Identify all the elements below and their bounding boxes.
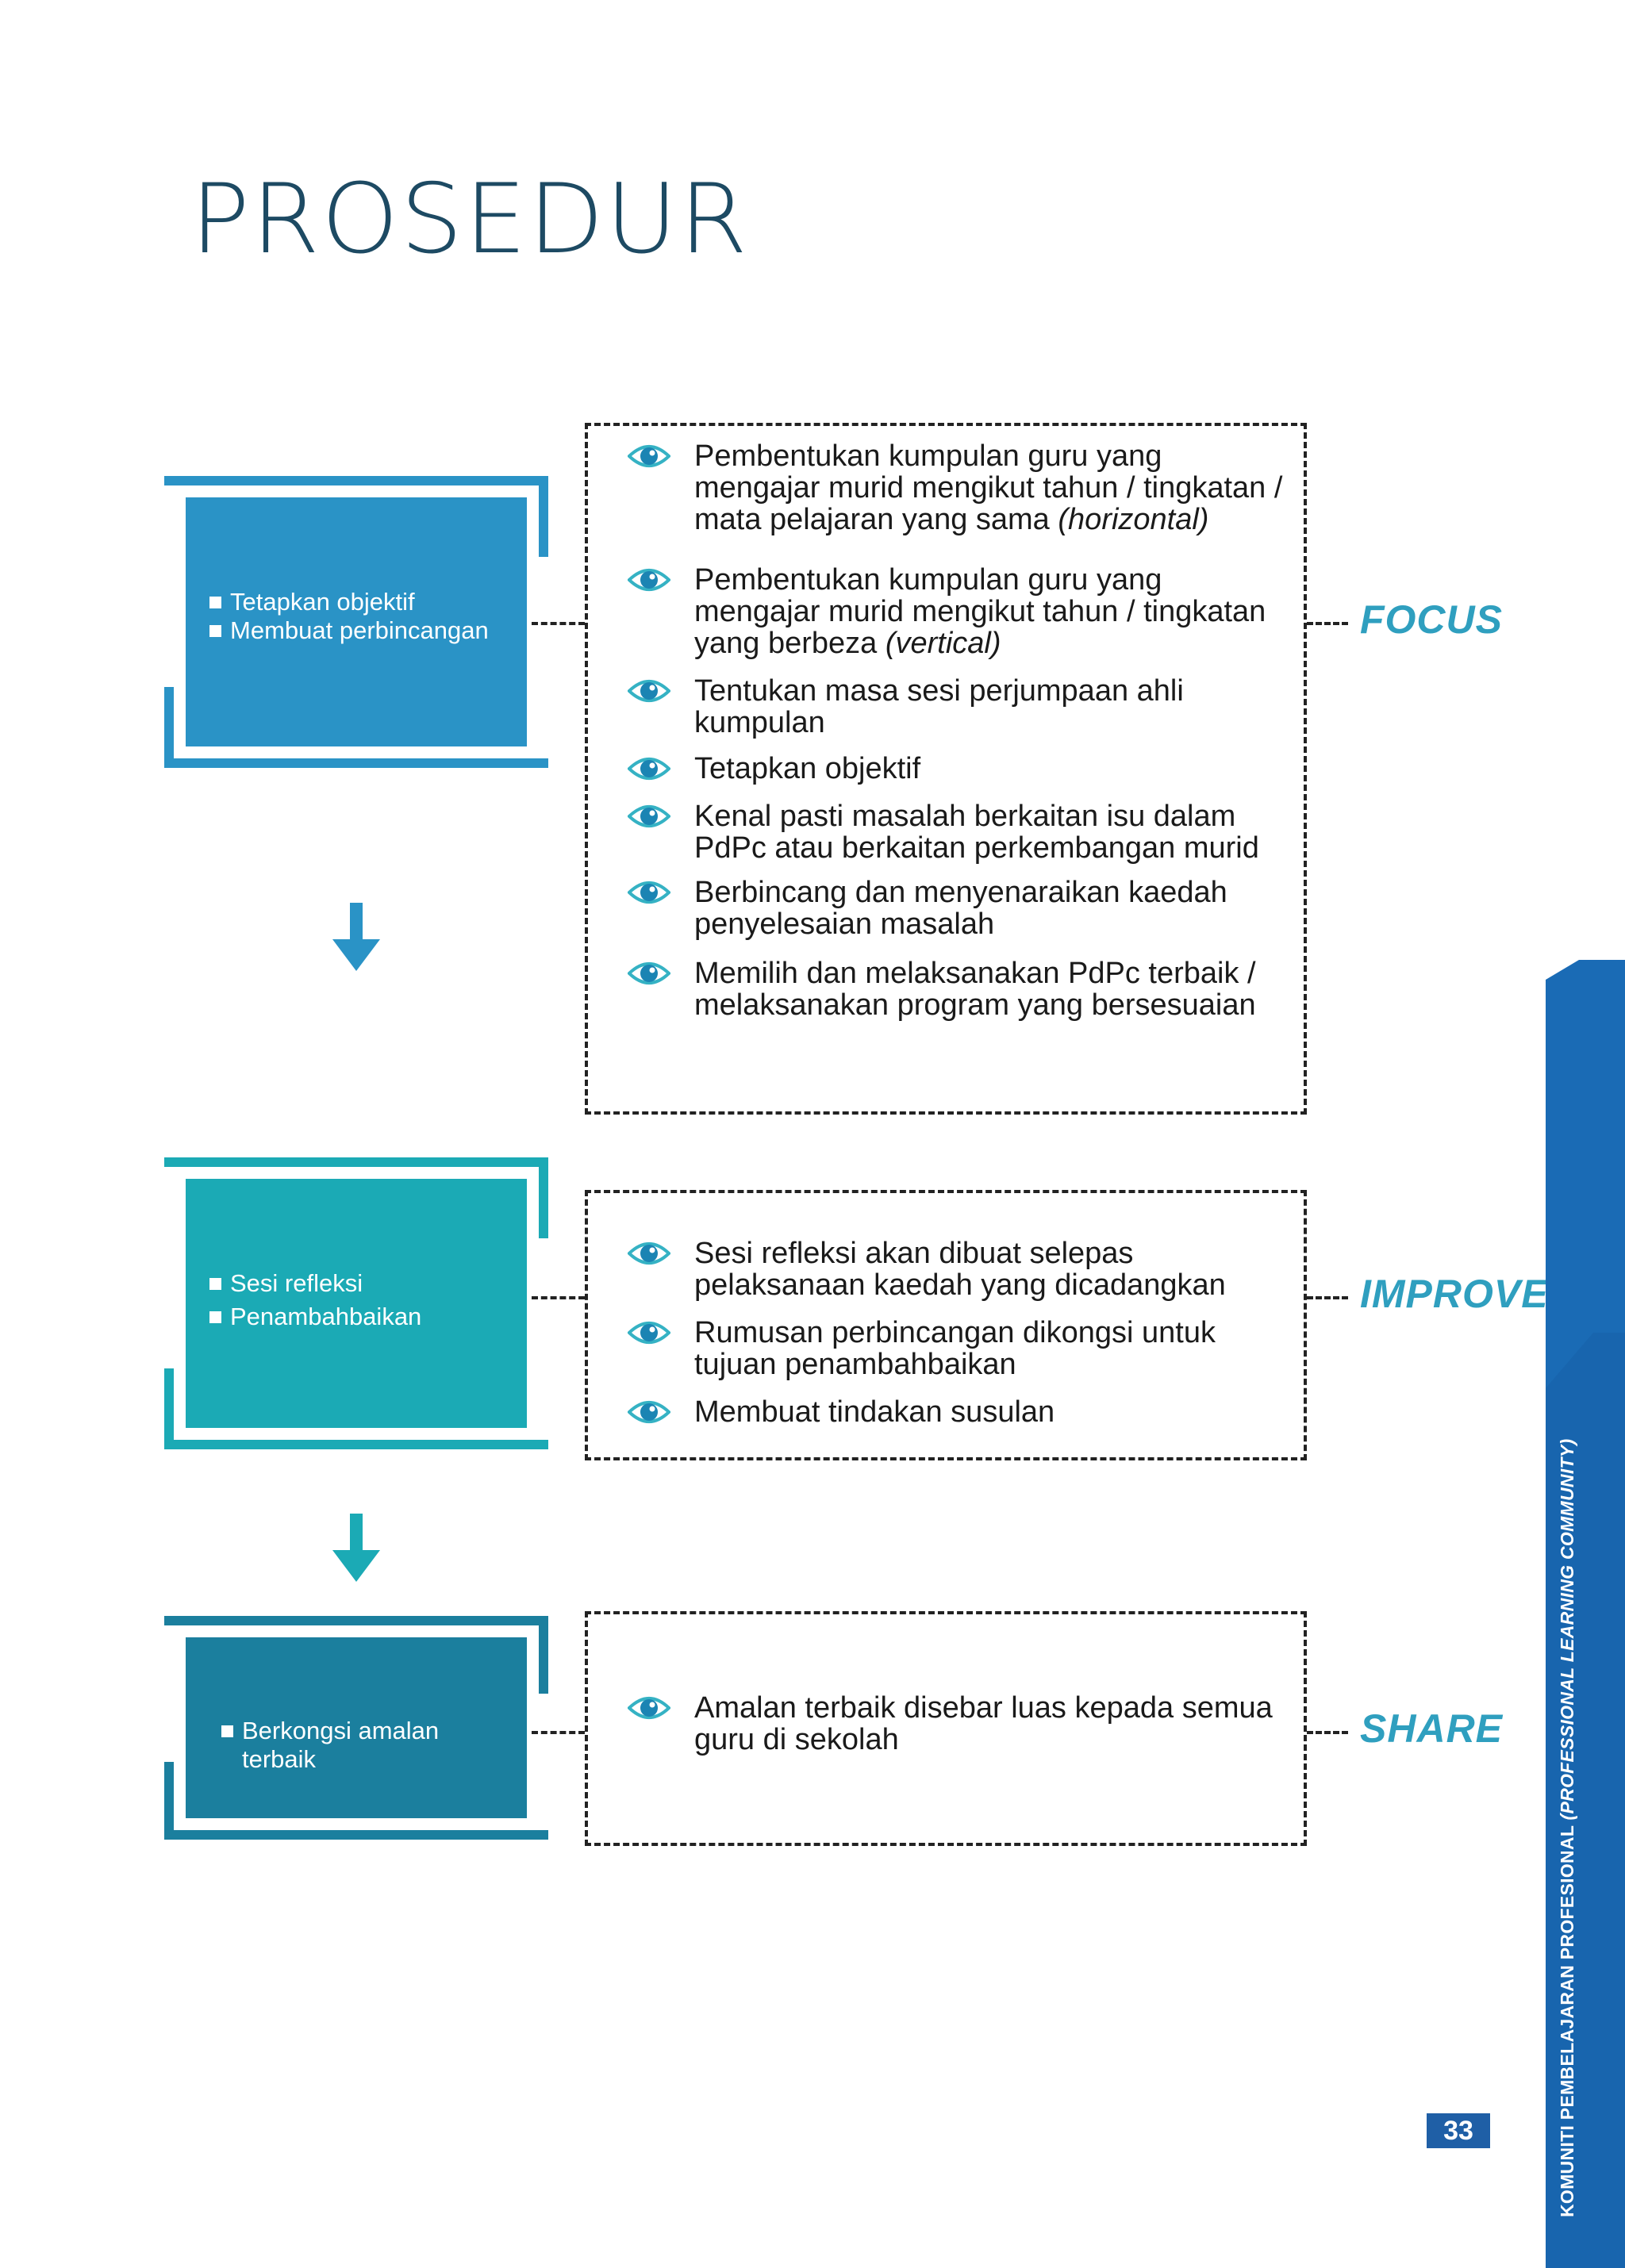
- frame-line: [164, 687, 174, 768]
- eye-bullet-icon: [628, 1242, 670, 1264]
- detail-item: Sesi refleksi akan dibuat selepas pelaks…: [628, 1238, 1288, 1301]
- eye-bullet-icon: [628, 805, 670, 827]
- step-item: Sesi refleksi: [209, 1269, 421, 1298]
- detail-box-focus: Pembentukan kumpulan guru yang mengajar …: [585, 423, 1307, 1115]
- detail-item: Kenal pasti masalah berkaitan isu dalam …: [628, 800, 1288, 864]
- frame-line: [539, 1157, 548, 1238]
- step-panel: Tetapkan objektif Membuat perbincangan: [186, 497, 527, 746]
- step-item: Penambahbaikan: [209, 1303, 421, 1331]
- arrow-down-icon: [332, 903, 380, 971]
- step-panel: Berkongsi amalan terbaik: [186, 1637, 527, 1818]
- eye-bullet-icon: [628, 962, 670, 984]
- side-tab-text: KOMUNITI PEMBELAJARAN PROFESIONAL (PROFE…: [1557, 1438, 1577, 2217]
- detail-item: Berbincang dan menyenaraikan kaedah peny…: [628, 877, 1288, 940]
- eye-bullet-icon: [628, 1697, 670, 1719]
- connector-line: [532, 622, 585, 625]
- page-title: PROSEDUR: [190, 163, 749, 276]
- step-panel: Sesi refleksi Penambahbaikan: [186, 1179, 527, 1428]
- step-share: Berkongsi amalan terbaik: [164, 1616, 548, 1840]
- detail-box-improve: Sesi refleksi akan dibuat selepas pelaks…: [585, 1190, 1307, 1460]
- connector-line: [532, 1296, 585, 1299]
- side-tab-background: [1546, 960, 1625, 2268]
- detail-item: Pembentukan kumpulan guru yang mengajar …: [628, 564, 1288, 659]
- page-number: 33: [1427, 2113, 1490, 2148]
- label-share: SHARE: [1360, 1706, 1504, 1751]
- connector-line: [532, 1731, 585, 1734]
- detail-item: Membuat tindakan susulan: [628, 1396, 1288, 1428]
- eye-bullet-icon: [628, 680, 670, 702]
- eye-bullet-icon: [628, 569, 670, 591]
- frame-line: [164, 1830, 548, 1840]
- frame-line: [164, 1440, 548, 1449]
- eye-bullet-icon: [628, 881, 670, 904]
- frame-line: [539, 1616, 548, 1694]
- eye-bullet-icon: [628, 1401, 670, 1423]
- eye-bullet-icon: [628, 1322, 670, 1344]
- detail-item: Tentukan masa sesi perjumpaan ahli kumpu…: [628, 675, 1288, 739]
- connector-line: [1307, 1296, 1348, 1299]
- label-focus: FOCUS: [1360, 597, 1503, 642]
- frame-line: [164, 476, 548, 485]
- frame-line: [164, 1368, 174, 1449]
- step-item: Berkongsi amalan terbaik: [221, 1717, 459, 1774]
- frame-line: [164, 1157, 548, 1167]
- connector-line: [1307, 622, 1348, 625]
- detail-box-share: Amalan terbaik disebar luas kepada semua…: [585, 1611, 1307, 1846]
- step-improve: Sesi refleksi Penambahbaikan: [164, 1157, 548, 1449]
- detail-item: Amalan terbaik disebar luas kepada semua…: [628, 1692, 1288, 1756]
- detail-item: Tetapkan objektif: [628, 753, 1288, 785]
- frame-line: [539, 476, 548, 557]
- step-focus: Tetapkan objektif Membuat perbincangan: [164, 476, 548, 768]
- label-improve: IMPROVE: [1360, 1272, 1549, 1316]
- step-item: Membuat perbincangan: [209, 616, 489, 645]
- step-item: Tetapkan objektif: [209, 588, 489, 616]
- detail-item: Rumusan perbincangan dikongsi untuk tuju…: [628, 1317, 1288, 1380]
- frame-line: [164, 1616, 548, 1625]
- eye-bullet-icon: [628, 445, 670, 467]
- frame-line: [164, 1762, 174, 1840]
- frame-line: [164, 758, 548, 768]
- detail-item: Memilih dan melaksanakan PdPc terbaik / …: [628, 957, 1288, 1021]
- arrow-down-icon: [332, 1514, 380, 1582]
- eye-bullet-icon: [628, 758, 670, 780]
- detail-item: Pembentukan kumpulan guru yang mengajar …: [628, 440, 1288, 535]
- connector-line: [1307, 1731, 1348, 1734]
